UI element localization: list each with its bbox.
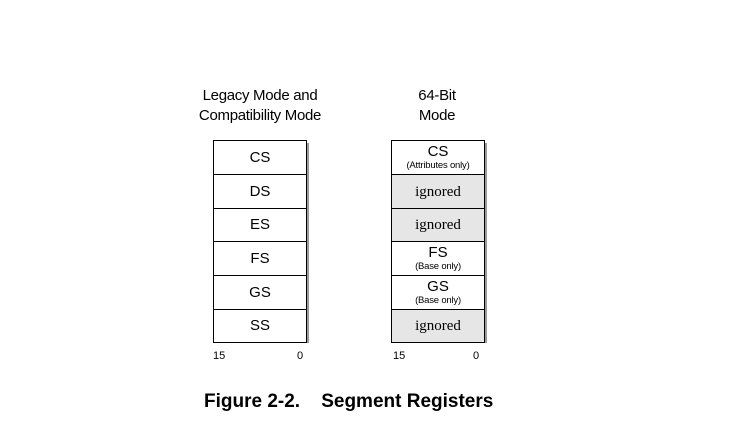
- 64bit-heading-line1: 64-Bit: [418, 87, 456, 104]
- legacy-register-stack: CS DS ES FS GS SS: [213, 140, 307, 343]
- 64bit-register-gs: GS (Base only): [392, 276, 484, 310]
- 64bit-mode-heading: 64-Bit Mode: [387, 86, 487, 126]
- register-note: (Base only): [415, 294, 461, 306]
- register-label: ES: [249, 216, 270, 233]
- legacy-register-ds: DS: [214, 175, 306, 209]
- register-label: CS: [427, 142, 449, 160]
- legacy-register-gs: GS: [214, 276, 306, 310]
- register-label: CS: [249, 148, 271, 166]
- 64bit-box-shadow: [484, 143, 487, 343]
- 64bit-register-stack: CS (Attributes only) ignored ignored FS …: [391, 140, 485, 343]
- register-note: (Base only): [415, 260, 461, 272]
- legacy-bit-low-label: 0: [297, 350, 304, 362]
- 64bit-heading-line2: Mode: [418, 107, 456, 124]
- register-label: ignored: [415, 183, 461, 200]
- legacy-register-cs: CS: [214, 141, 306, 175]
- 64bit-register-cs: CS (Attributes only): [392, 141, 484, 175]
- legacy-register-ss: SS: [214, 310, 306, 342]
- register-label: DS: [249, 182, 271, 200]
- register-label: SS: [249, 317, 270, 334]
- register-label: FS: [428, 243, 448, 261]
- legacy-heading-line2: Compatibility Mode: [198, 107, 322, 124]
- figure-caption: Figure 2-2. Segment Registers: [204, 391, 493, 413]
- legacy-register-fs: FS: [214, 242, 306, 276]
- figure-number: Figure 2-2.: [204, 391, 301, 412]
- legacy-bit-high-label: 15: [213, 350, 226, 362]
- register-label: GS: [249, 283, 271, 301]
- 64bit-register-es-ignored: ignored: [392, 209, 484, 242]
- register-label: GS: [427, 277, 449, 295]
- register-label: ignored: [415, 318, 461, 334]
- legacy-register-es: ES: [214, 209, 306, 242]
- 64bit-bit-low-label: 0: [473, 350, 480, 362]
- legacy-box-shadow: [306, 143, 309, 343]
- 64bit-register-fs: FS (Base only): [392, 242, 484, 276]
- figure-title: Segment Registers: [321, 391, 494, 412]
- register-label: FS: [250, 249, 270, 267]
- 64bit-bit-high-label: 15: [393, 350, 406, 362]
- register-label: ignored: [415, 217, 461, 233]
- register-note: (Attributes only): [406, 159, 470, 171]
- 64bit-register-ss-ignored: ignored: [392, 310, 484, 342]
- legacy-heading-line1: Legacy Mode and: [202, 87, 318, 104]
- legacy-mode-heading: Legacy Mode and Compatibility Mode: [190, 86, 330, 126]
- 64bit-register-ds-ignored: ignored: [392, 175, 484, 209]
